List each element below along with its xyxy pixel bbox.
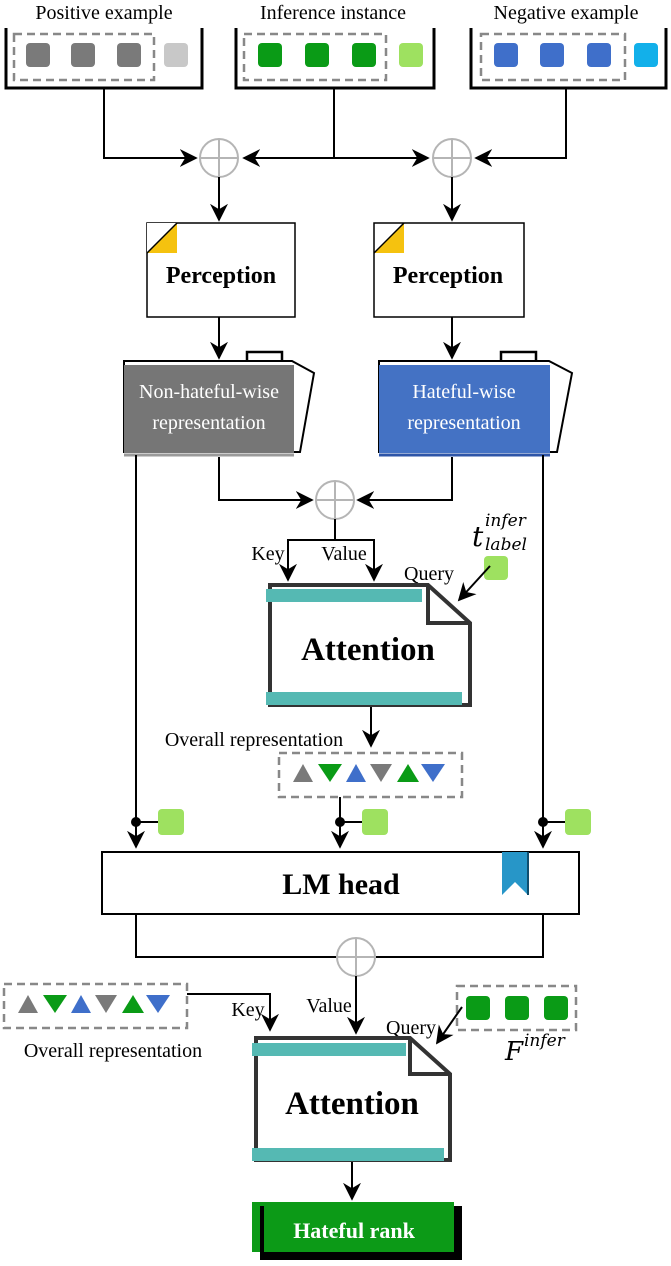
attention-box-1: Attention (266, 583, 472, 707)
label-token (565, 809, 591, 835)
perception-label: Perception (166, 263, 276, 289)
negative-example-label: Negative example (494, 2, 639, 24)
t-infer-label: t infer label (472, 511, 527, 555)
rep-line-2: representation (152, 412, 265, 434)
attention-box-2: Attention (252, 1036, 452, 1162)
hateful-rank-box: Hateful rank (252, 1202, 462, 1260)
key-label: Key (251, 543, 284, 565)
perception-label: Perception (393, 263, 503, 289)
input-connectors (103, 88, 567, 167)
query-label: Query (386, 1017, 436, 1039)
key-label: Key (231, 999, 264, 1021)
gray-token (26, 43, 50, 67)
light-green-token (399, 43, 423, 67)
query-token (484, 556, 508, 580)
concat-node-middle (315, 480, 355, 520)
overall-representation-tokens (277, 751, 464, 799)
rep-line-1: Hateful-wise (412, 381, 515, 403)
label-token (362, 809, 388, 835)
concat-node-left (199, 138, 239, 178)
key-value-split (279, 519, 383, 582)
hateful-representation-folder: Hateful-wise representation (378, 350, 574, 457)
green-token (305, 43, 329, 67)
value-label: Value (306, 995, 352, 1017)
concat-node-right (432, 138, 472, 178)
overall-representation-tokens (2, 982, 189, 1030)
hateful-rank-label: Hateful rank (293, 1218, 415, 1243)
value-label: Value (321, 543, 367, 565)
negative-example-box: Negative example (469, 2, 668, 90)
perception-to-rep-arrows (210, 317, 461, 360)
f-infer-label: F infer (504, 1031, 566, 1067)
overall-representation-label: Overall representation (165, 729, 343, 751)
gray-token (117, 43, 141, 67)
f-infer-tokens (455, 984, 578, 1032)
overall-representation-label: Overall representation (24, 1040, 202, 1062)
rep-to-concat-connectors (218, 457, 453, 509)
svg-text:F: F (504, 1037, 524, 1067)
bookmark-icon (502, 852, 528, 895)
cyan-token (634, 43, 658, 67)
perception-box-right: Perception (373, 222, 525, 318)
svg-text:label: label (485, 535, 527, 555)
label-token (158, 809, 184, 835)
lm-head-to-concat (135, 914, 544, 958)
inference-instance-box: Inference instance (234, 2, 436, 90)
svg-text:t: t (472, 520, 484, 553)
query-label: Query (404, 563, 454, 585)
blue-token (540, 43, 564, 67)
rep-line-1: Non-hateful-wise (139, 381, 279, 403)
positive-example-box: Positive example (4, 2, 204, 90)
lm-head-box: LM head (101, 851, 580, 915)
svg-text:infer: infer (485, 511, 527, 531)
svg-text:infer: infer (524, 1031, 566, 1051)
blue-token (587, 43, 611, 67)
attention-title: Attention (301, 632, 435, 668)
concat-to-perception-arrows (210, 177, 461, 222)
attention-title: Attention (285, 1086, 419, 1122)
non-hateful-representation-folder: Non-hateful-wise representation (123, 350, 316, 457)
rep-line-2: representation (407, 412, 520, 434)
green-token (258, 43, 282, 67)
concat-node-bottom (336, 937, 376, 977)
inference-instance-label: Inference instance (260, 2, 406, 24)
perception-box-left: Perception (146, 222, 296, 318)
green-token (352, 43, 376, 67)
gray-token (71, 43, 95, 67)
light-gray-token (164, 43, 188, 67)
positive-example-label: Positive example (35, 2, 172, 24)
blue-token (494, 43, 518, 67)
lm-head-label: LM head (282, 868, 400, 901)
